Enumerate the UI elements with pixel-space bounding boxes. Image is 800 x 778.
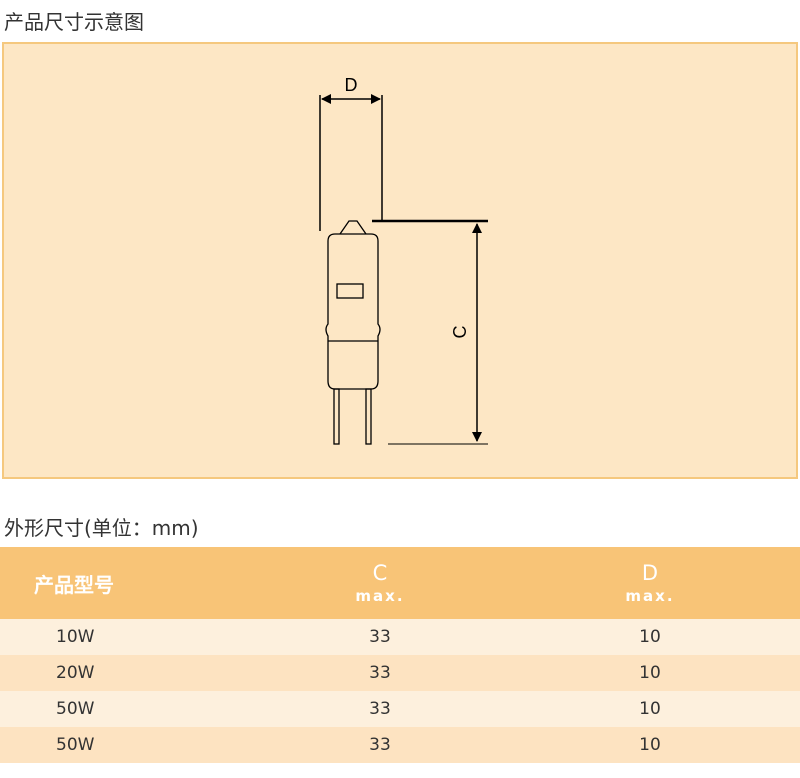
header-d-letter: D: [641, 561, 659, 585]
row-model: 50W: [0, 691, 260, 727]
row-d-value: 10: [500, 727, 800, 763]
row-d-value: 10: [500, 691, 800, 727]
row-model: 50W: [0, 727, 260, 763]
dimension-d: D: [319, 75, 383, 231]
lamp-pin-left: [333, 388, 340, 445]
dimension-spec-table: 产品型号 C max. D max. 10W 33 10 20W 33 10 5…: [0, 547, 800, 763]
d-label: D: [345, 75, 358, 95]
table-row: 20W 33 10: [0, 655, 800, 691]
table-section-title: 外形尺寸(单位：mm): [4, 516, 199, 540]
row-c-value: 33: [260, 727, 500, 763]
row-c-value: 33: [260, 619, 500, 655]
row-model: 20W: [0, 655, 260, 691]
table-row: 50W 33 10: [0, 691, 800, 727]
row-c-value: 33: [260, 691, 500, 727]
header-model: 产品型号: [0, 547, 260, 619]
row-d-value: 10: [500, 655, 800, 691]
capsule-lamp-outline: [325, 220, 381, 445]
row-model: 10W: [0, 619, 260, 655]
lamp-tip: [339, 220, 367, 235]
header-c-letter: C: [372, 561, 388, 585]
header-d: D max.: [500, 547, 800, 619]
row-c-value: 33: [260, 655, 500, 691]
table-header-row: 产品型号 C max. D max.: [0, 547, 800, 619]
table-row: 50W 33 10: [0, 727, 800, 763]
row-d-value: 10: [500, 619, 800, 655]
header-d-unit: max.: [625, 587, 675, 605]
c-label: C: [450, 326, 470, 339]
header-c-unit: max.: [355, 587, 405, 605]
dimension-c: C: [372, 219, 488, 445]
table-row: 10W 33 10: [0, 619, 800, 655]
lamp-dimension-drawing: D C: [319, 75, 488, 445]
lamp-bulb: [325, 233, 381, 390]
lamp-filament-mark: [336, 283, 364, 299]
lamp-pin-right: [365, 388, 372, 445]
dimension-diagram-panel: D C: [2, 42, 798, 479]
header-c: C max.: [260, 547, 500, 619]
diagram-section-title: 产品尺寸示意图: [4, 10, 144, 34]
